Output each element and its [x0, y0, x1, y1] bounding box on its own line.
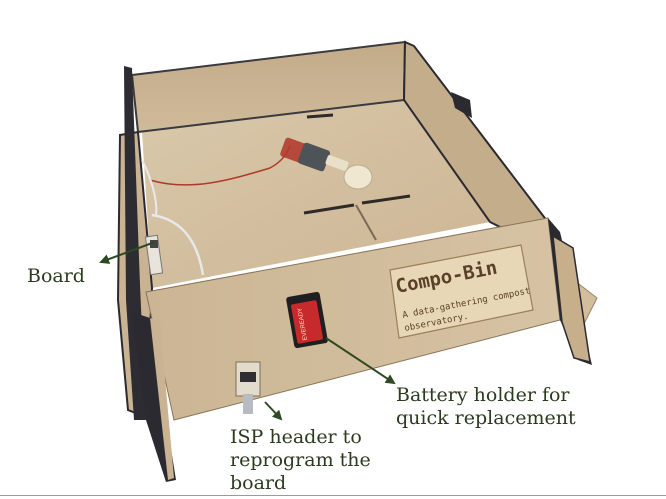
box-floor — [142, 100, 490, 288]
floor-slot-1 — [303, 203, 355, 215]
white-wire-2 — [141, 159, 158, 216]
isp-arrow — [264, 401, 283, 421]
battery-holder: EVEREADY — [286, 291, 328, 349]
front-left-post-face — [150, 318, 174, 480]
isp-header-annotation: ISP header to reprogram the board — [230, 426, 371, 494]
circuit-board — [144, 234, 164, 276]
battery-holder-annotation: Battery holder for quick replacement — [396, 384, 576, 429]
battery-arrow — [325, 337, 396, 385]
bottom-divider — [0, 495, 666, 496]
board-arrow — [99, 241, 156, 264]
floor-slot-2 — [361, 194, 411, 205]
board-annotation: Board — [27, 265, 85, 287]
engraved-plaque: Compo-Bin A data-gathering compost obser… — [389, 244, 534, 339]
right-wall-tab — [451, 92, 472, 118]
white-wire — [151, 213, 205, 276]
motor-assembly — [280, 137, 373, 190]
red-wire — [149, 145, 291, 186]
circuit-board-chip — [150, 240, 158, 248]
isp-header — [235, 361, 261, 414]
front-right-post-face — [552, 234, 591, 363]
battery-label: EVEREADY — [297, 307, 309, 340]
back-wall-slot — [306, 113, 334, 119]
floor-slot-3 — [355, 204, 377, 241]
box-body: Compo-Bin A data-gathering compost obser… — [116, 40, 598, 482]
